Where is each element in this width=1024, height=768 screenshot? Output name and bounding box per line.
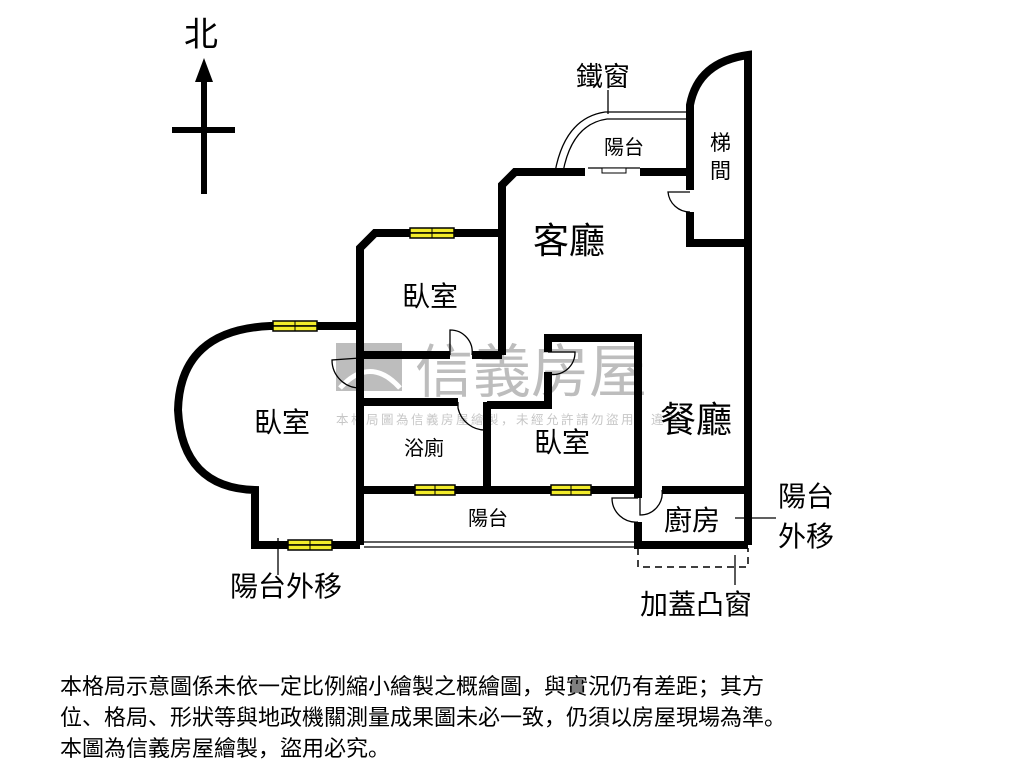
bath-door [457,402,488,431]
room-balcony-top: 陽台 [604,135,644,159]
doors [331,191,691,523]
top-balcony-railing [554,90,690,174]
bedroom-top-door [449,329,473,356]
room-bedroom-left: 臥室 [254,406,310,439]
window [409,227,455,239]
dining-kitchen-door [639,489,663,516]
room-bath: 浴廁 [404,436,444,460]
room-dining: 餐廳 [660,400,732,441]
room-stair-2: 間 [710,159,731,183]
label-bay-window: 加蓋凸窗 [640,588,752,621]
room-living: 客廳 [533,221,605,262]
disclaimer-line: 本格局示意圖係未依一定比例縮小繪製之概繪圖，與實況仍有差距；其方 [60,675,765,700]
label-iron-window: 鐵窗 [576,62,630,93]
watermark: 信義房屋 本格局圖為信義房屋繪製，未經允許請勿盜用，違者 [336,338,681,427]
left-bedroom-door [331,357,361,389]
window [414,484,456,496]
watermark-notice: 本格局圖為信義房屋繪製，未經允許請勿盜用，違者 [336,412,681,427]
room-stair-1: 梯 [710,131,731,155]
kitchen-door [611,497,639,523]
north-arrow-icon [195,58,213,82]
disclaimer-line: 本圖為信義房屋繪製，盜用必究。 [60,737,391,762]
label-balcony-moved-right-1: 陽台 [778,480,834,513]
bay-window-outline [277,517,776,585]
watermark-brand: 信義房屋 [415,338,647,406]
room-balcony-bottom: 陽台 [468,506,508,530]
window [287,539,333,551]
window [550,484,592,496]
label-balcony-moved-left: 陽台外移 [230,570,342,603]
north-compass: 北 [172,15,235,194]
disclaimer: 本格局示意圖係未依一定比例縮小繪製之概繪圖，與實況仍有差距；其方 位、格局、形狀… [60,672,786,765]
windows [272,227,592,551]
room-bedroom-top: 臥室 [402,280,458,313]
room-bedroom-mid: 臥室 [534,426,590,459]
disclaimer-line: 位、格局、形狀等與地政機關測量成果圖未必一致，仍須以房屋現場為準。 [60,706,787,731]
bottom-balcony-railing [364,541,636,548]
room-kitchen: 廚房 [664,504,720,537]
walls [173,50,752,549]
stair-door [667,191,691,213]
window [272,320,318,332]
north-label: 北 [184,15,218,55]
label-balcony-moved-right-2: 外移 [778,520,834,553]
mid-bedroom-door [547,351,576,376]
